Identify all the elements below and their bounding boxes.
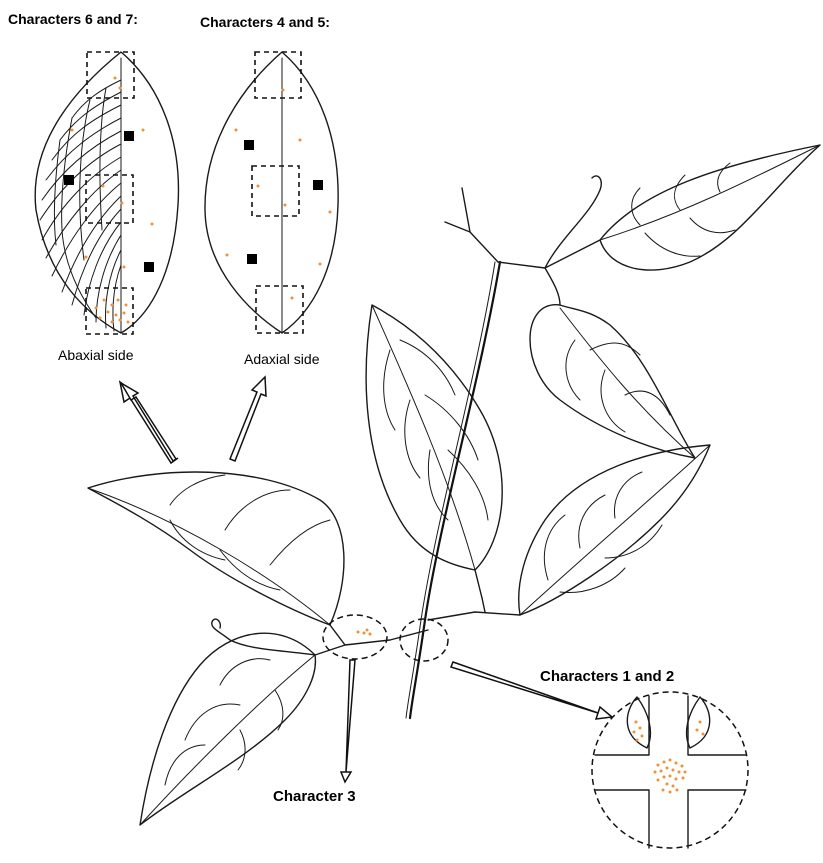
- label-characters-6-7: Characters 6 and 7:: [8, 11, 138, 27]
- marker-square: [313, 180, 323, 190]
- leaf-right-heart: [530, 268, 695, 458]
- arrow-to-character-3: [341, 660, 355, 782]
- vein-hatching: [40, 80, 121, 331]
- glandular-dots: [71, 77, 154, 324]
- glandular-dots: [633, 721, 705, 794]
- arrow-to-adaxial: [230, 377, 266, 461]
- marker-square: [64, 175, 74, 185]
- main-stem: [410, 262, 500, 718]
- highlight-character-3: [323, 615, 387, 659]
- arrow-to-abaxial: [120, 382, 178, 463]
- marker-square: [244, 140, 254, 150]
- label-abaxial-side: Abaxial side: [58, 347, 134, 363]
- glandular-dots: [226, 89, 332, 300]
- label-character-3: Character 3: [273, 788, 356, 805]
- label-characters-4-5: Characters 4 and 5:: [200, 14, 330, 30]
- marker-square: [124, 131, 134, 141]
- adaxial-leaf: [205, 52, 338, 333]
- leaf-top-right: [600, 145, 820, 270]
- label-characters-1-2: Characters 1 and 2: [540, 668, 674, 685]
- leaf-right-lower: [519, 445, 710, 615]
- label-adaxial-side: Adaxial side: [244, 351, 320, 367]
- leaf-left-upper: [88, 472, 344, 625]
- detail-stipules-circle: [592, 692, 748, 848]
- abaxial-leaf: [35, 52, 178, 334]
- marker-square: [144, 262, 154, 272]
- marker-square: [247, 254, 257, 264]
